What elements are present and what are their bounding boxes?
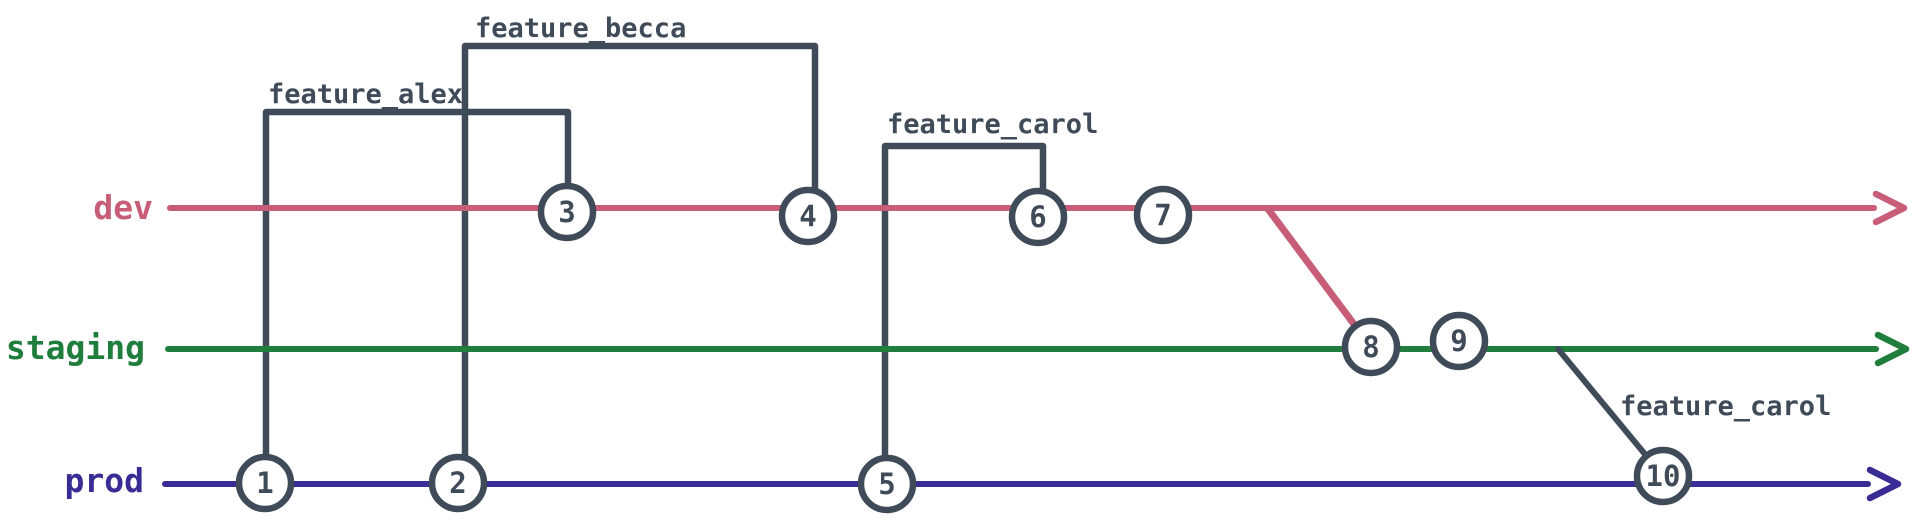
feature-branch-label: feature_carol <box>887 109 1098 140</box>
commit-node <box>1133 185 1193 245</box>
commit-node <box>428 453 488 513</box>
feature-branch-connector <box>461 42 819 479</box>
commit-node <box>1341 317 1401 377</box>
arrowhead-icon <box>1874 331 1910 367</box>
feature-branch-label: feature_becca <box>475 13 686 44</box>
commit-number: 5 <box>878 467 895 501</box>
commit-number: 1 <box>256 466 273 500</box>
arrowhead-icon <box>1872 190 1908 226</box>
feature-branch-label: feature_alex <box>268 79 463 110</box>
commit-node <box>857 454 917 514</box>
commit-node <box>1429 311 1489 371</box>
feature-branch-connector <box>262 108 572 479</box>
branch-label-dev: dev <box>93 188 153 227</box>
commit-node <box>537 182 597 242</box>
commit-number: 7 <box>1154 198 1171 232</box>
commit-number: 8 <box>1362 330 1379 364</box>
commit-number: 4 <box>799 199 816 233</box>
commit-number: 9 <box>1450 324 1467 358</box>
commit-node <box>1008 187 1068 247</box>
commit-number: 2 <box>449 466 466 500</box>
branch-label-staging: staging <box>6 328 145 367</box>
commit-number: 3 <box>558 195 575 229</box>
branch-label-prod: prod <box>65 461 144 500</box>
merge-branch-label: feature_carol <box>1620 391 1831 422</box>
arrowhead-icon <box>1866 466 1902 502</box>
commit-node <box>1633 446 1693 506</box>
commit-node <box>778 186 838 246</box>
commit-number: 6 <box>1029 200 1046 234</box>
commit-number: 10 <box>1646 459 1681 493</box>
commit-node <box>235 453 295 513</box>
feature-branch-connector <box>881 142 1047 480</box>
